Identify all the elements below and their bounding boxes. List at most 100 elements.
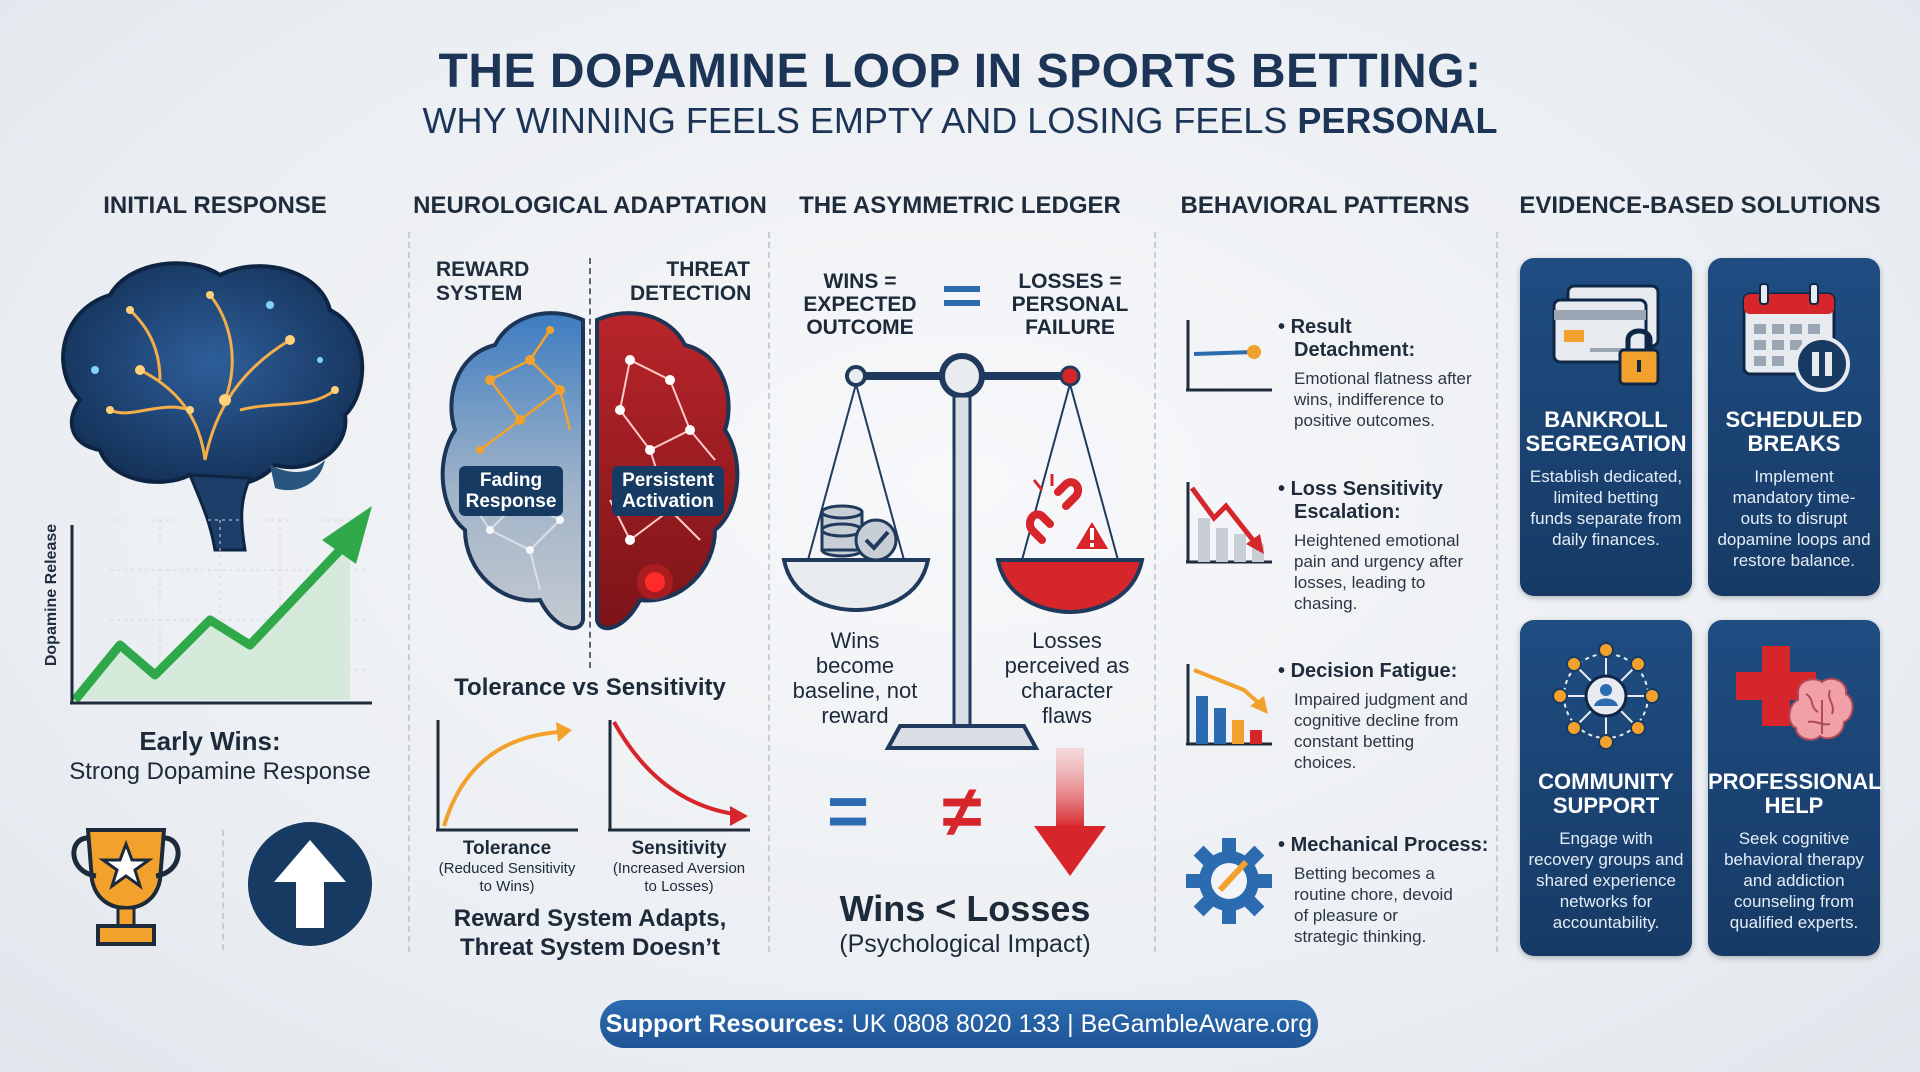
losses-character-note: Losses perceived as character flaws	[992, 628, 1142, 728]
pattern-desc: Impaired judgment and cognitive decline …	[1278, 689, 1492, 773]
tolerance-note-line: to Wins)	[479, 878, 535, 895]
tile-desc-line: limited betting	[1553, 488, 1659, 507]
subtitle-bold: PERSONAL	[1297, 100, 1498, 141]
reward-label-line: SYSTEM	[436, 282, 523, 305]
page-title: THE DOPAMINE LOOP IN SPORTS BETTING:	[438, 45, 1482, 98]
tile-desc-line: recovery groups and	[1528, 850, 1684, 869]
pattern-title: • Decision Fatigue:	[1278, 660, 1458, 682]
glowing-brain-icon	[61, 261, 365, 552]
wins-line: WINS =	[823, 270, 897, 293]
conclusion-line: Reward System Adapts,	[453, 905, 727, 932]
wins-line: OUTCOME	[806, 316, 914, 339]
column-divider	[768, 232, 770, 952]
persistent-activation-label: Persistent Activation	[612, 466, 724, 516]
tile-title-line: SUPPORT	[1552, 793, 1660, 818]
balance-scale-icon	[781, 353, 1145, 750]
threat-label-line: THREAT	[666, 258, 750, 281]
fading-line: Fading	[479, 470, 543, 491]
heading-neurological-adaptation: NEUROLOGICAL ADAPTATION	[413, 192, 767, 219]
wins-note-line: baseline, not	[792, 678, 918, 703]
column-divider	[1496, 232, 1498, 952]
pattern-item-decision-fatigue: • Decision Fatigue: Impaired judgment an…	[1278, 660, 1492, 773]
tile-desc-line: accountability.	[1552, 913, 1660, 932]
tolerance-label: Tolerance	[462, 838, 552, 859]
losses-note-line: Losses	[1032, 628, 1102, 653]
support-resources-label: Support Resources:	[605, 1010, 845, 1038]
tile-desc-line: and addiction	[1743, 871, 1845, 890]
tile-desc-line: mandatory time-	[1732, 488, 1856, 507]
reward-system-label: REWARD SYSTEM	[436, 258, 529, 306]
tolerance-note-line: (Reduced Sensitivity	[438, 860, 576, 877]
tile-title: BANKROLL SEGREGATION	[1520, 408, 1692, 456]
tile-desc: Implement mandatory time- outs to disrup…	[1716, 466, 1872, 571]
sensitivity-note-line: (Increased Aversion	[612, 860, 746, 877]
solution-tile-professional-help: PROFESSIONAL HELP Seek cognitive behavio…	[1708, 620, 1882, 956]
persistent-line: Persistent	[622, 470, 714, 491]
tile-title-line: HELP	[1764, 793, 1824, 818]
threat-detection-label: THREAT DETECTION	[630, 258, 752, 306]
tolerance-note: (Reduced Sensitivity to Wins)	[424, 860, 590, 896]
sensitivity-chart	[608, 720, 750, 832]
tile-desc-line: counseling from	[1733, 892, 1854, 911]
down-arrow-icon	[1034, 748, 1106, 876]
heading-evidence-based-solutions: EVIDENCE-BASED SOLUTIONS	[1519, 192, 1881, 219]
pattern-desc: Heightened emotional pain and urgency af…	[1278, 530, 1492, 614]
pattern-desc-line: choices.	[1294, 753, 1357, 772]
pattern-desc-line: Heightened emotional	[1294, 531, 1460, 550]
icon-divider	[222, 830, 224, 950]
column-divider	[1154, 232, 1156, 952]
pattern-desc-line: losses, leading to	[1294, 573, 1426, 592]
wins-note-line: Wins	[830, 628, 880, 653]
tile-title-line: SEGREGATION	[1525, 431, 1687, 456]
heading-initial-response: INITIAL RESPONSE	[103, 192, 327, 219]
wins-expected-label: WINS = EXPECTED OUTCOME	[790, 270, 930, 339]
sensitivity-note-line: to Losses)	[644, 878, 714, 895]
declining-bars-icon	[1186, 482, 1272, 564]
losses-line: PERSONAL	[1011, 293, 1129, 316]
pattern-desc-line: Emotional flatness after	[1294, 369, 1472, 388]
threat-label-line: DETECTION	[630, 282, 752, 305]
fatigue-bars-icon	[1186, 664, 1272, 746]
losses-failure-label: LOSSES = PERSONAL FAILURE	[1000, 270, 1140, 339]
early-wins-caption: Early Wins:	[139, 726, 281, 756]
support-resources-banner[interactable]: Support Resources: UK 0808 8020 133 | Be…	[600, 1000, 1318, 1048]
tile-desc: Establish dedicated, limited betting fun…	[1528, 466, 1684, 550]
pattern-desc-line: pain and urgency after	[1294, 552, 1464, 571]
pattern-desc-line: positive outcomes.	[1294, 411, 1435, 430]
solution-tile-bankroll: BANKROLL SEGREGATION Establish dedicated…	[1520, 258, 1692, 596]
pattern-desc-line: of pleasure or	[1294, 906, 1398, 925]
tile-title: PROFESSIONAL HELP	[1708, 770, 1882, 818]
page-subtitle: WHY WINNING FEELS EMPTY AND LOSING FEELS…	[0, 100, 1920, 142]
pattern-desc-line: wins, indifference to	[1294, 390, 1444, 409]
tile-title: SCHEDULED BREAKS	[1708, 408, 1880, 456]
calendar-pause-icon	[1742, 283, 1850, 392]
tile-desc-line: qualified experts.	[1729, 913, 1859, 932]
pattern-desc-line: routine chore, devoid	[1294, 885, 1453, 904]
losses-note-line: perceived as	[1004, 653, 1130, 678]
tile-desc-line: Seek cognitive	[1738, 829, 1850, 848]
pattern-desc: Emotional flatness after wins, indiffere…	[1278, 368, 1492, 431]
wins-note-line: reward	[821, 703, 889, 728]
gear-icon	[1186, 838, 1272, 924]
tile-title: COMMUNITY SUPPORT	[1520, 770, 1692, 818]
losses-note-line: character	[1021, 678, 1113, 703]
locked-card-icon	[1552, 284, 1660, 386]
tile-desc-line: Engage with	[1559, 829, 1653, 848]
pattern-desc: Betting becomes a routine chore, devoid …	[1278, 863, 1492, 947]
network-people-icon	[1552, 642, 1660, 750]
up-arrow-icon	[248, 822, 372, 946]
tile-desc-line: shared experience	[1536, 871, 1676, 890]
wins-note-line: become	[815, 653, 895, 678]
wins-line: EXPECTED	[803, 293, 917, 316]
pattern-title-line: Mechanical Process:	[1290, 834, 1489, 856]
adaptation-conclusion: Reward System Adapts, Threat System Does…	[420, 904, 760, 962]
tile-desc: Engage with recovery groups and shared e…	[1528, 828, 1684, 933]
dopamine-rise-chart	[70, 506, 372, 705]
tile-desc-line: behavioral therapy	[1724, 850, 1864, 869]
pattern-desc-line: strategic thinking.	[1294, 927, 1427, 946]
pattern-desc-line: chasing.	[1294, 594, 1358, 613]
pattern-title-line: Detachment:	[1294, 339, 1416, 361]
equals-bar-icon	[944, 286, 980, 292]
tile-title-line: BANKROLL	[1544, 407, 1668, 432]
strong-dopamine-caption: Strong Dopamine Response	[69, 758, 371, 785]
